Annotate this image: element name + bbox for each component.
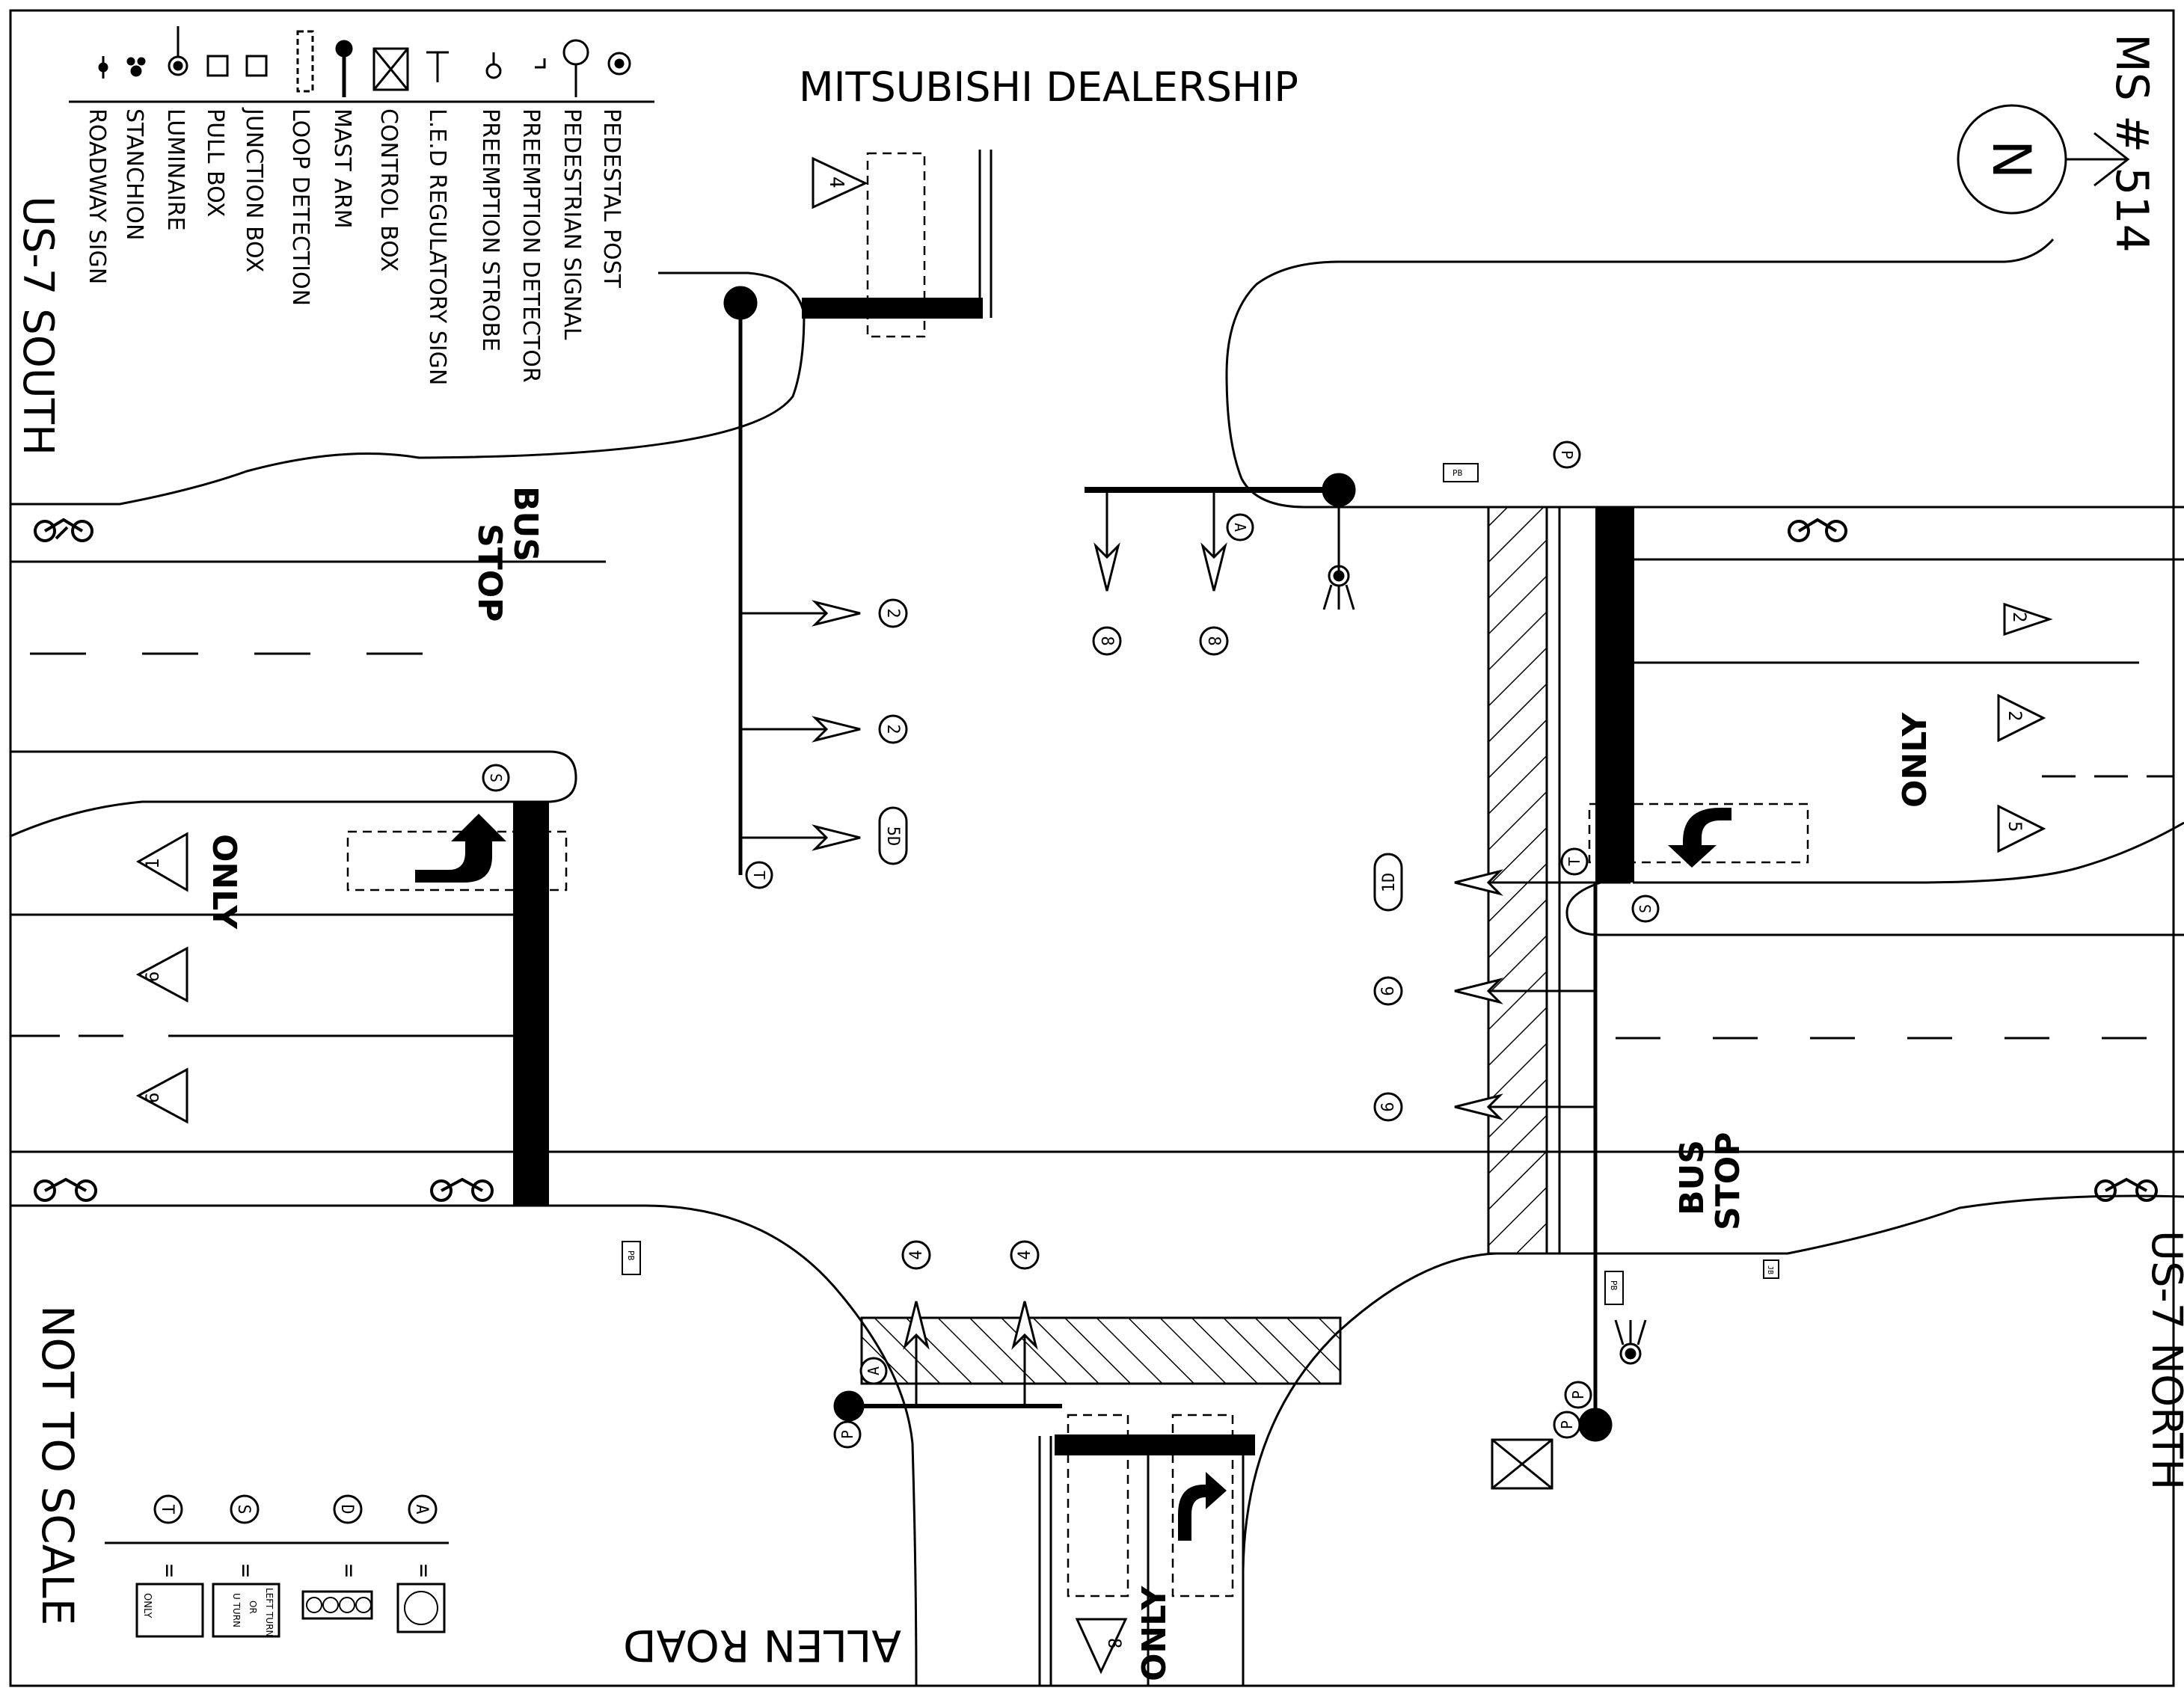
control-box [1491, 1438, 1553, 1490]
svg-text:LOOP DETECTION: LOOP DETECTION [287, 108, 313, 306]
svg-text:4: 4 [907, 1250, 926, 1259]
svg-text:P: P [1569, 1390, 1587, 1399]
svg-text:D: D [337, 1504, 356, 1514]
only-text-east: ONLY [1896, 712, 1934, 808]
svg-text:1: 1 [142, 859, 163, 869]
svg-text:2: 2 [883, 724, 902, 734]
not-to-scale: NOT TO SCALE [32, 1305, 83, 1625]
mast-arms [723, 286, 1613, 1442]
svg-text:T: T [1565, 857, 1583, 866]
bus-text-east: BUS [1673, 1140, 1711, 1215]
svg-text:S: S [234, 1504, 253, 1514]
bus-text-west: BUS [506, 486, 545, 562]
svg-text:5: 5 [2004, 821, 2025, 832]
svg-text:6: 6 [142, 972, 163, 982]
svg-text:U TURN: U TURN [231, 1593, 242, 1627]
svg-text:6: 6 [1379, 986, 1398, 995]
legend-symbols [98, 26, 631, 97]
stop-text-west: STOP [470, 524, 509, 622]
lane-dashes [10, 652, 2173, 1040]
svg-text:PREEMPTION DETECTOR: PREEMPTION DETECTOR [518, 108, 544, 383]
road-label-us7-north: US-7 NORTH [2142, 1230, 2184, 1490]
svg-text:4: 4 [825, 177, 847, 188]
svg-text:PEDESTAL POST: PEDESTAL POST [598, 108, 625, 289]
svg-text:A: A [412, 1504, 431, 1514]
svg-text:2: 2 [883, 608, 902, 618]
svg-text:PREEMPTION STROBE: PREEMPTION STROBE [477, 108, 503, 352]
svg-text:PEDESTRIAN SIGNAL: PEDESTRIAN SIGNAL [559, 108, 585, 340]
pull-boxes: PB PB PB JB [622, 463, 1779, 1305]
drawing-border [9, 9, 2175, 1687]
pavement-arrows [415, 808, 1731, 1541]
svg-text:T: T [158, 1504, 177, 1514]
mast-letters: T S A T S A P P P P [482, 441, 1660, 1449]
legend-labels: PEDESTAL POST PEDESTRIAN SIGNAL PREEMPTI… [84, 107, 625, 385]
svg-text:ONLY: ONLY [141, 1593, 153, 1618]
svg-text:PB: PB [1453, 468, 1463, 478]
bike-symbols [34, 518, 2158, 1202]
svg-text:A: A [1231, 523, 1249, 532]
svg-text:LEFT TURN: LEFT TURN [264, 1588, 274, 1637]
svg-text:MAST ARM: MAST ARM [329, 108, 355, 229]
pavement-text: STOP BUS ONLY STOP BUS ONLY ONLY [205, 486, 1934, 1681]
road-edges [10, 150, 2184, 1687]
svg-text:5D: 5D [883, 826, 902, 847]
svg-text:S: S [487, 773, 505, 782]
only-text-west: ONLY [205, 834, 243, 930]
crosswalk-south [860, 1316, 1342, 1385]
svg-text:A: A [865, 1366, 883, 1375]
loop-detection [346, 152, 1809, 1598]
svg-text:P: P [838, 1430, 856, 1439]
crosswalk-east [1487, 506, 1548, 1255]
svg-text:P: P [1558, 1420, 1576, 1429]
svg-text:STANCHION: STANCHION [121, 108, 147, 240]
only-text-south: ONLY [1135, 1586, 1174, 1681]
svg-text:JUNCTION BOX: JUNCTION BOX [241, 107, 267, 272]
road-label-allen: ALLEN ROAD [623, 1620, 901, 1671]
sign-key: T S D A = = = = ONLY LEFT TURN OR U TURN [105, 1494, 449, 1638]
ms-number: MS # 514 [2105, 34, 2158, 253]
svg-text:L.E.D REGULATORY SIGN: L.E.D REGULATORY SIGN [424, 108, 450, 385]
svg-text:=: = [411, 1564, 437, 1577]
svg-text:CONTROL BOX: CONTROL BOX [375, 108, 402, 271]
svg-text:8: 8 [1104, 1638, 1125, 1648]
svg-text:OR: OR [248, 1601, 258, 1614]
svg-text:T: T [750, 871, 768, 880]
svg-text:ROADWAY SIGN: ROADWAY SIGN [84, 108, 110, 284]
svg-text:PB: PB [1609, 1280, 1619, 1291]
svg-text:=: = [156, 1564, 182, 1577]
svg-text:1D: 1D [1380, 873, 1399, 893]
north-letter: N [1981, 140, 2042, 179]
lane-triangles: 4 2 2 5 1 6 6 8 [135, 156, 2053, 1675]
svg-text:P: P [1558, 450, 1576, 459]
svg-text:4: 4 [1016, 1250, 1034, 1259]
svg-text:S: S [1637, 904, 1654, 913]
signal-heads [812, 542, 1503, 1350]
svg-text:LUMINAIRE: LUMINAIRE [162, 108, 188, 231]
svg-text:=: = [233, 1564, 259, 1577]
svg-text:JB: JB [1766, 1265, 1774, 1274]
svg-text:2: 2 [2009, 612, 2030, 622]
svg-text:6: 6 [1379, 1102, 1398, 1111]
svg-text:8: 8 [1204, 636, 1223, 645]
road-label-us7-south: US-7 SOUTH [13, 196, 62, 455]
svg-text:PB: PB [626, 1250, 636, 1261]
stop-text-east: STOP [1709, 1132, 1747, 1230]
dealership-label: MITSUBISHI DEALERSHIP [799, 64, 1298, 111]
svg-text:2: 2 [2004, 711, 2025, 721]
signal-numbers: 2 2 5D 8 8 1D 6 6 4 4 [878, 598, 1403, 1270]
svg-text:=: = [336, 1564, 362, 1577]
north-arrow [1957, 104, 2130, 215]
luminaires [1322, 565, 1647, 1365]
stop-bars [513, 298, 1634, 1455]
svg-text:8: 8 [1097, 636, 1116, 645]
svg-text:PULL BOX: PULL BOX [202, 108, 228, 217]
svg-text:6: 6 [142, 1093, 163, 1103]
